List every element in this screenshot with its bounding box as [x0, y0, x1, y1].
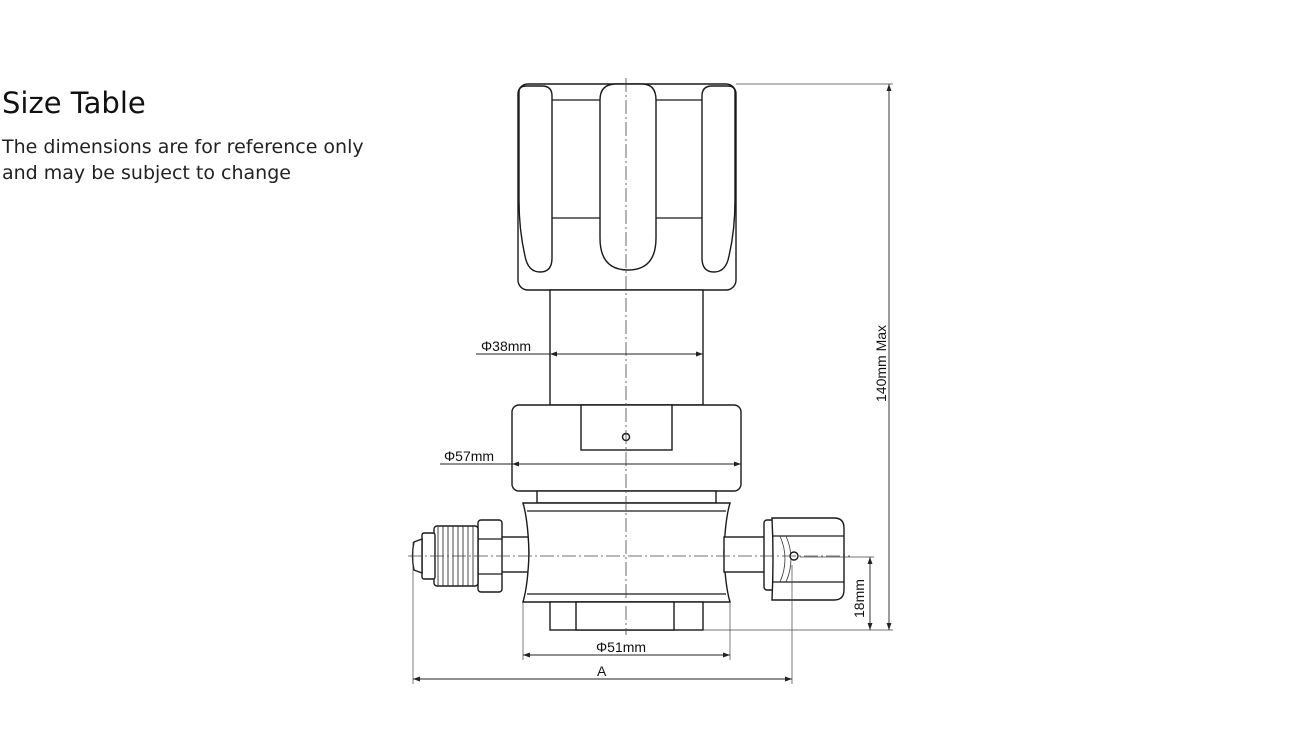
stem-diameter-label: Φ38mm — [481, 338, 531, 354]
dimension-total-height: 140mm Max — [873, 84, 892, 630]
regulator-body — [522, 502, 731, 631]
bonnet — [511, 404, 742, 492]
dimension-stem-diameter: Φ38mm — [476, 338, 703, 357]
dimension-port-height: 18mm — [851, 557, 873, 630]
page-title: Size Table — [2, 86, 146, 120]
body-diameter-label: Φ51mm — [596, 639, 646, 655]
neck-ring — [536, 490, 717, 504]
dimension-bonnet-diameter: Φ57mm — [440, 448, 741, 467]
dimension-overall-length: A — [413, 663, 792, 682]
overall-length-label: A — [597, 663, 607, 679]
page-subtitle: The dimensions are for reference only an… — [2, 136, 364, 184]
bonnet-diameter-label: Φ57mm — [444, 448, 494, 464]
port-height-label: 18mm — [851, 579, 867, 618]
extension-lines — [412, 83, 893, 684]
outlet-connector — [723, 517, 845, 601]
dimension-body-diameter: Φ51mm — [523, 639, 730, 658]
total-height-label: 140mm Max — [873, 325, 889, 402]
stem-shaft — [549, 289, 704, 406]
handle-knob — [517, 83, 737, 291]
